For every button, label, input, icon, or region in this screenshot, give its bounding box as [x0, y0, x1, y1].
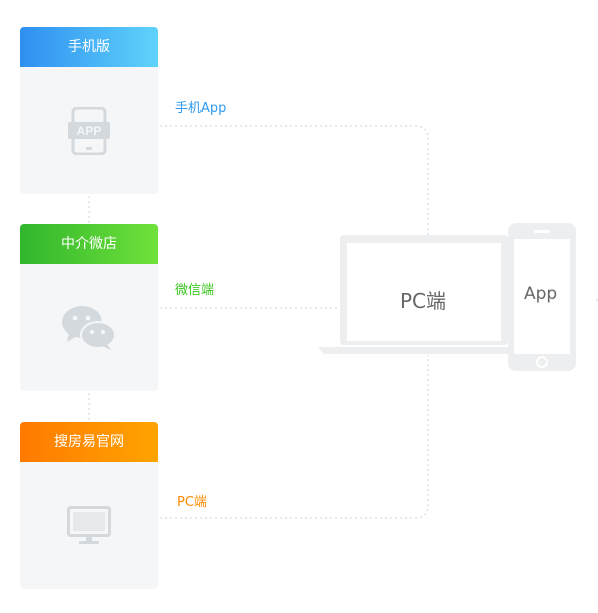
phone-label: App [524, 284, 558, 304]
card-body-mobile: APP [20, 67, 158, 194]
source-card-mobile: 手机版 APP [20, 27, 158, 194]
laptop-device [318, 235, 516, 354]
connector-pc [160, 355, 429, 519]
connector-mobile [160, 125, 429, 240]
card-body-wechat [20, 264, 158, 391]
laptop-label: PC端 [400, 289, 447, 313]
phone-device [508, 223, 576, 371]
monitor-icon [67, 505, 111, 544]
channel-label-pc: PC端 [177, 495, 207, 510]
app-phone-icon: APP [68, 106, 110, 155]
card-body-pc [20, 462, 158, 589]
channel-label-mobile: 手机App [175, 101, 227, 116]
card-header-wechat: 中介微店 [20, 224, 158, 264]
card-header-pc: 搜房易官网 [20, 422, 158, 462]
wechat-icon [62, 305, 116, 350]
source-card-pc: 搜房易官网 [20, 422, 158, 589]
source-card-wechat: 中介微店 [20, 224, 158, 391]
channel-label-wechat: 微信端 [175, 283, 215, 298]
card-header-mobile: 手机版 [20, 27, 158, 67]
app-phone-icon-text: APP [77, 124, 102, 138]
